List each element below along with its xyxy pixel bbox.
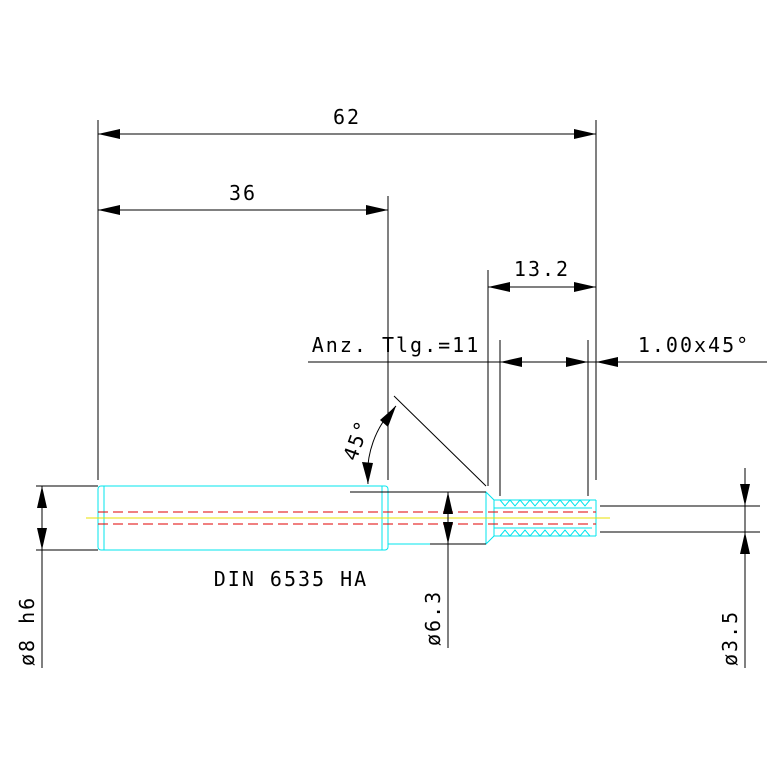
extension-lines (36, 120, 760, 551)
thread-profile (494, 499, 597, 537)
diameter-neck-label: ø6.3 (421, 590, 445, 646)
diameter-bore-label: ø3.5 (718, 610, 742, 666)
dim-36-label: 36 (229, 181, 257, 205)
dim-shank-length: 36 (98, 181, 388, 215)
chamfer-label: 1.00x45° (638, 333, 750, 357)
dim-62-label: 62 (333, 105, 361, 129)
part-designation: DIN 6535 HA (214, 567, 368, 591)
dim-diameter-shank: ø8 h6 (15, 486, 47, 668)
center-lines (86, 511, 610, 525)
dim-thread-turns: Anz. Tlg.=11 1.00x45° (308, 333, 767, 367)
dim-angle: 45° (338, 405, 397, 485)
anz-tlg-label: Anz. Tlg.=11 (312, 333, 481, 357)
dim-diameter-neck: ø6.3 (421, 492, 453, 648)
dim-13-2-label: 13.2 (514, 257, 570, 281)
dim-diameter-bore: ø3.5 (718, 468, 750, 668)
dim-thread-length: 13.2 (488, 257, 596, 292)
dim-overall-length: 62 (98, 105, 596, 139)
diameter-shank-label: ø8 h6 (15, 596, 39, 666)
